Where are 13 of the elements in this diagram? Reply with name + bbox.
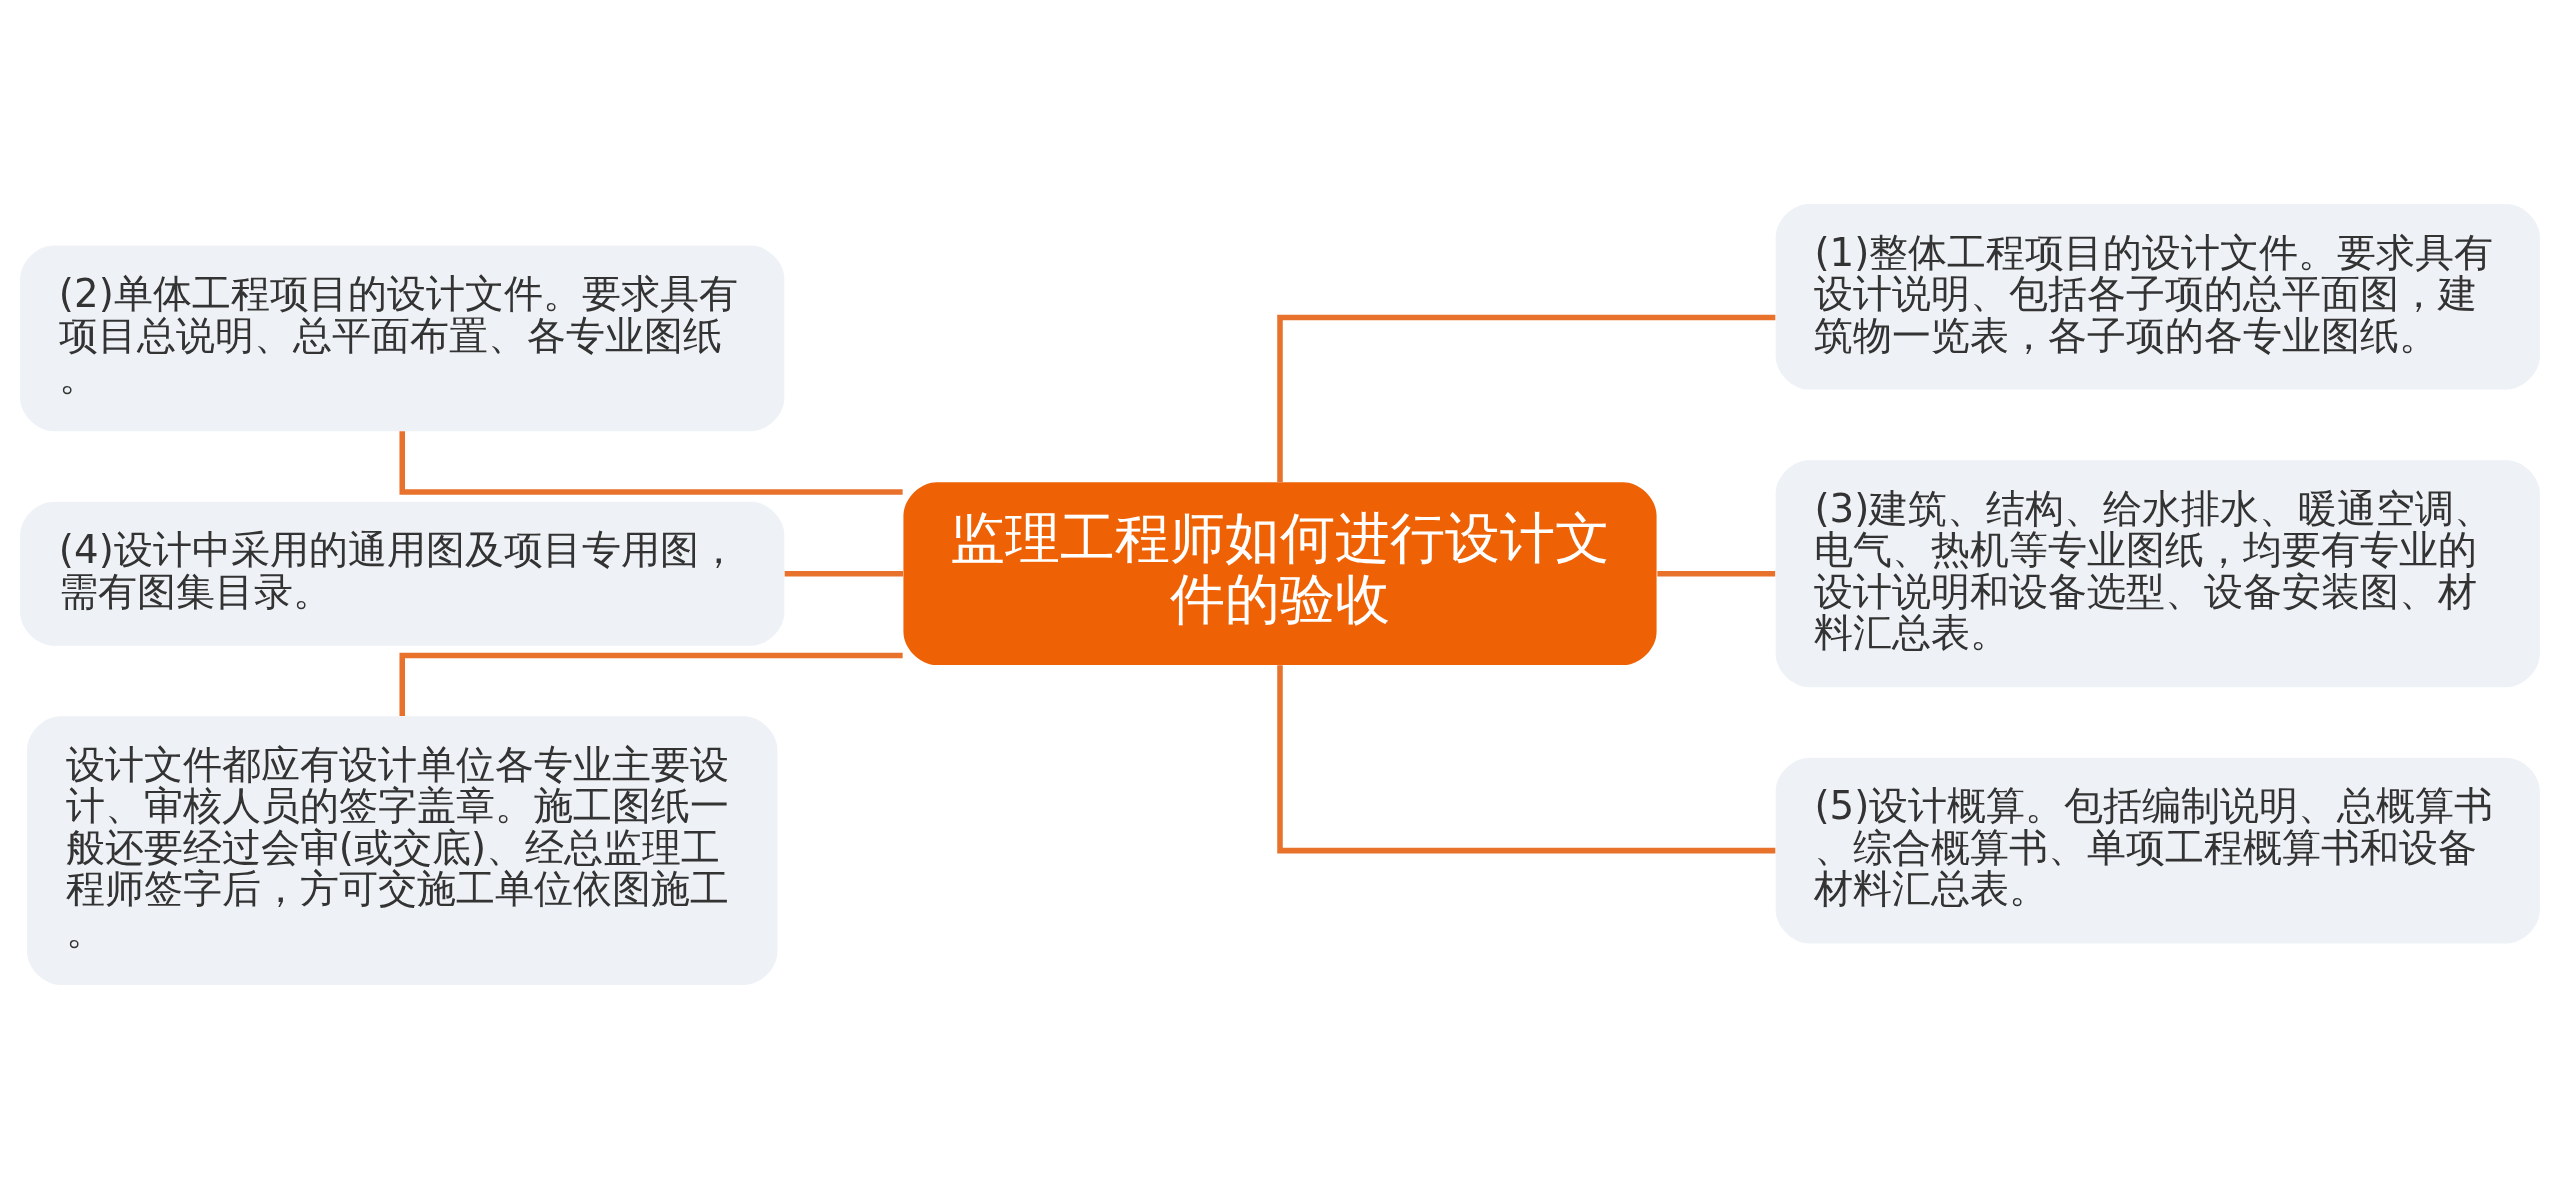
- connector: [1657, 570, 1776, 577]
- connector: [399, 431, 903, 495]
- node-box: (4)设计中采用的通用图及项目专用图，需有图集目录。: [20, 501, 785, 646]
- node-box: (5)设计概算。包括编制说明、总概算书、综合概算书、单项工程概算书和设备材料汇总表。: [1775, 757, 2540, 944]
- node-box: (1)整体工程项目的设计文件。要求具有设计说明、包括各子项的总平面图，建筑物一览表，各子项的各专业图纸。: [1775, 204, 2540, 390]
- connector: [1277, 665, 1776, 854]
- connector: [399, 652, 903, 717]
- node-box: 监理工程师如何进行设计文件的验收: [903, 482, 1657, 666]
- node-box: (3)建筑、结构、给水排水、暖通空调、电气、热机等专业图纸，均要有专业的设计说明和设备选型、设备安装图、材料汇总表。: [1775, 460, 2540, 688]
- connector: [784, 570, 904, 577]
- node-box: (2)单体工程项目的设计文件。要求具有项目总说明、总平面布置、各专业图纸。: [20, 245, 785, 432]
- connector: [1277, 314, 1776, 482]
- node-box: 设计文件都应有设计单位各专业主要设计、审核人员的签字盖章。施工图纸一般还要经过会审(或交底)、经总监理工程师签字后，方可交施工单位依图施工。: [27, 716, 778, 985]
